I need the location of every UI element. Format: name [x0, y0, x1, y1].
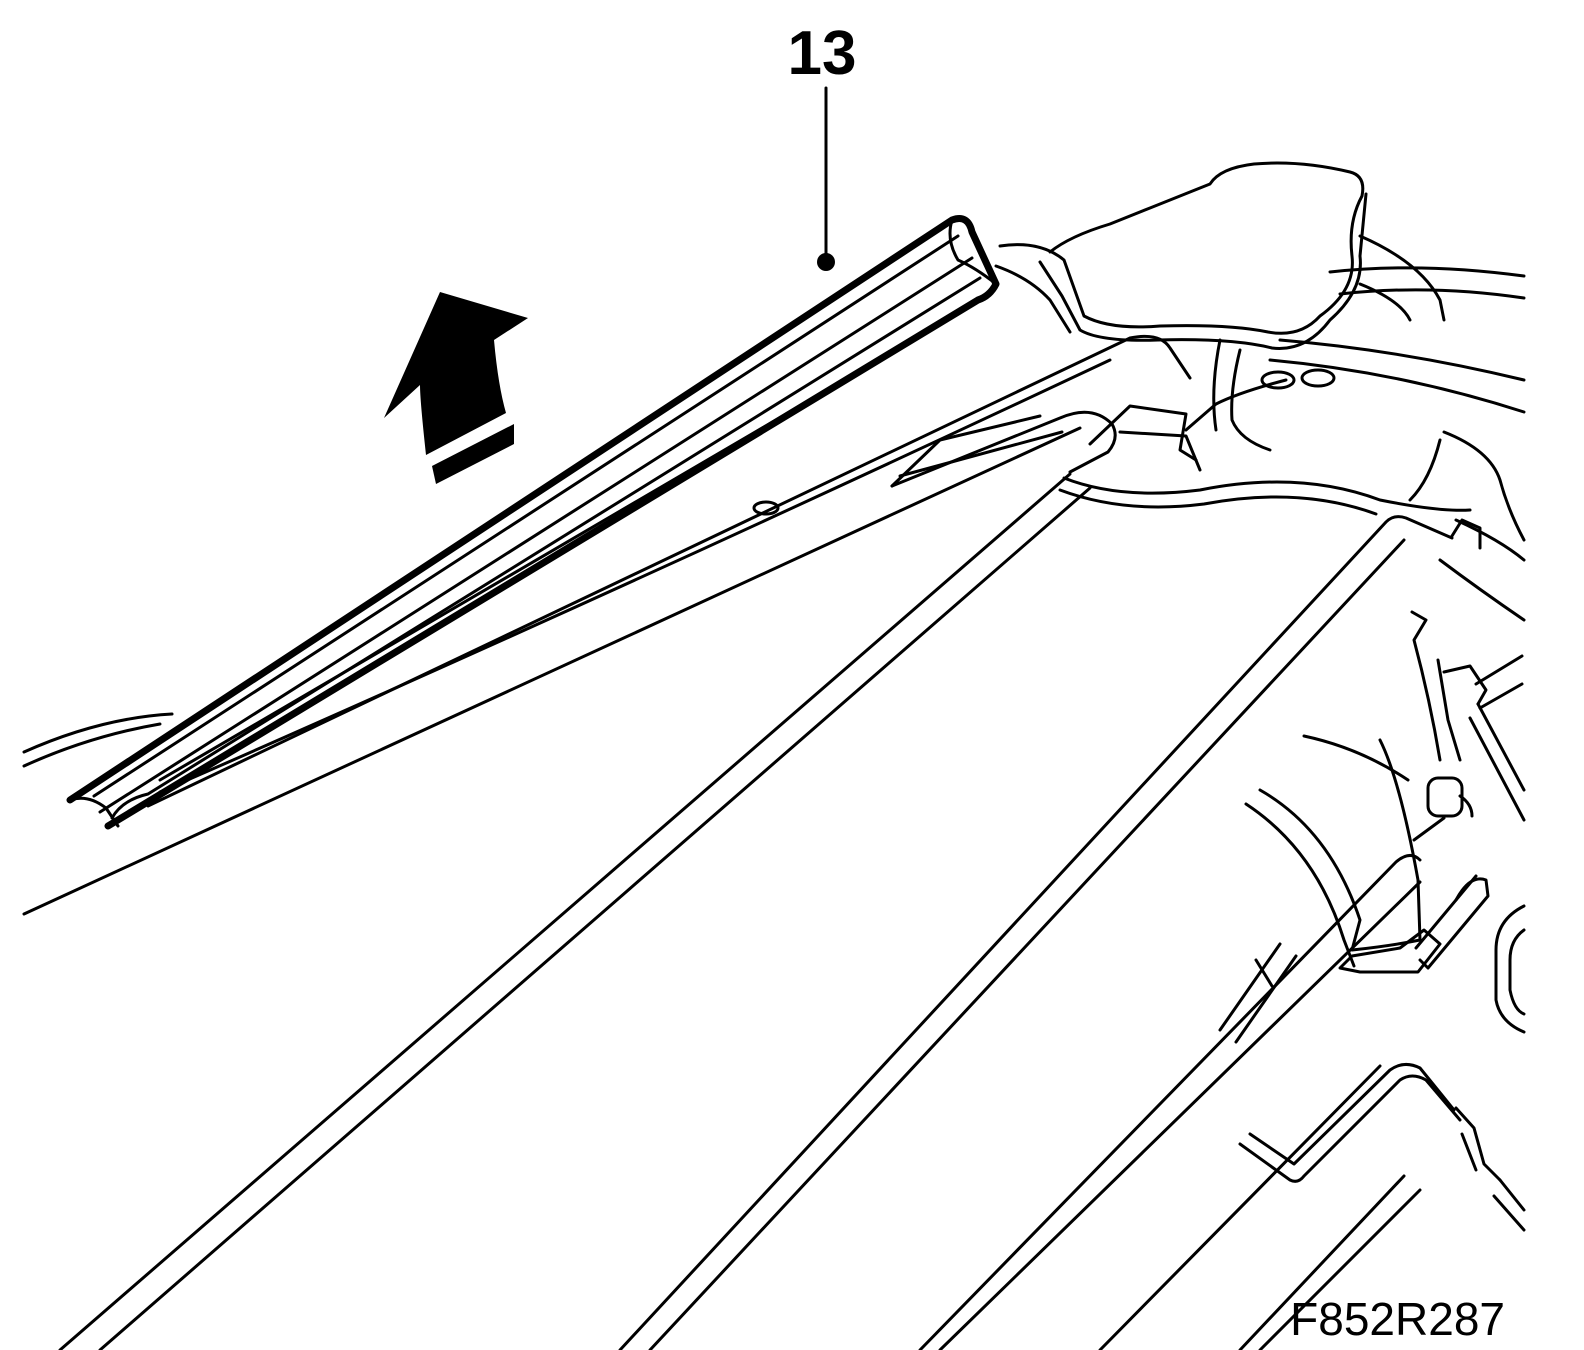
mounting-hole: [1260, 370, 1296, 390]
body-contours-right: [1260, 234, 1526, 622]
connector-plug: [1426, 776, 1464, 818]
side-bracket: [1414, 874, 1490, 970]
callout-leader-dot: [817, 253, 835, 271]
body-outline-lower: [918, 854, 1526, 1350]
glass-panel: [22, 426, 1092, 1350]
bent-rod: [1238, 1063, 1526, 1232]
drain-channel: [1218, 610, 1442, 1044]
lift-arrow-icon: [384, 292, 528, 484]
callout-number: 13: [788, 19, 857, 88]
window-frame-rail: [146, 334, 1192, 808]
body-pillar: [618, 378, 1482, 1350]
weatherstrip-seal: [66, 215, 1000, 830]
corner-trim-bracket: [994, 161, 1368, 452]
figure-id: F852R287: [1290, 1293, 1505, 1345]
mounting-hole: [1300, 368, 1336, 388]
cable-connector: [1412, 654, 1526, 842]
mounting-hole: [752, 500, 780, 516]
